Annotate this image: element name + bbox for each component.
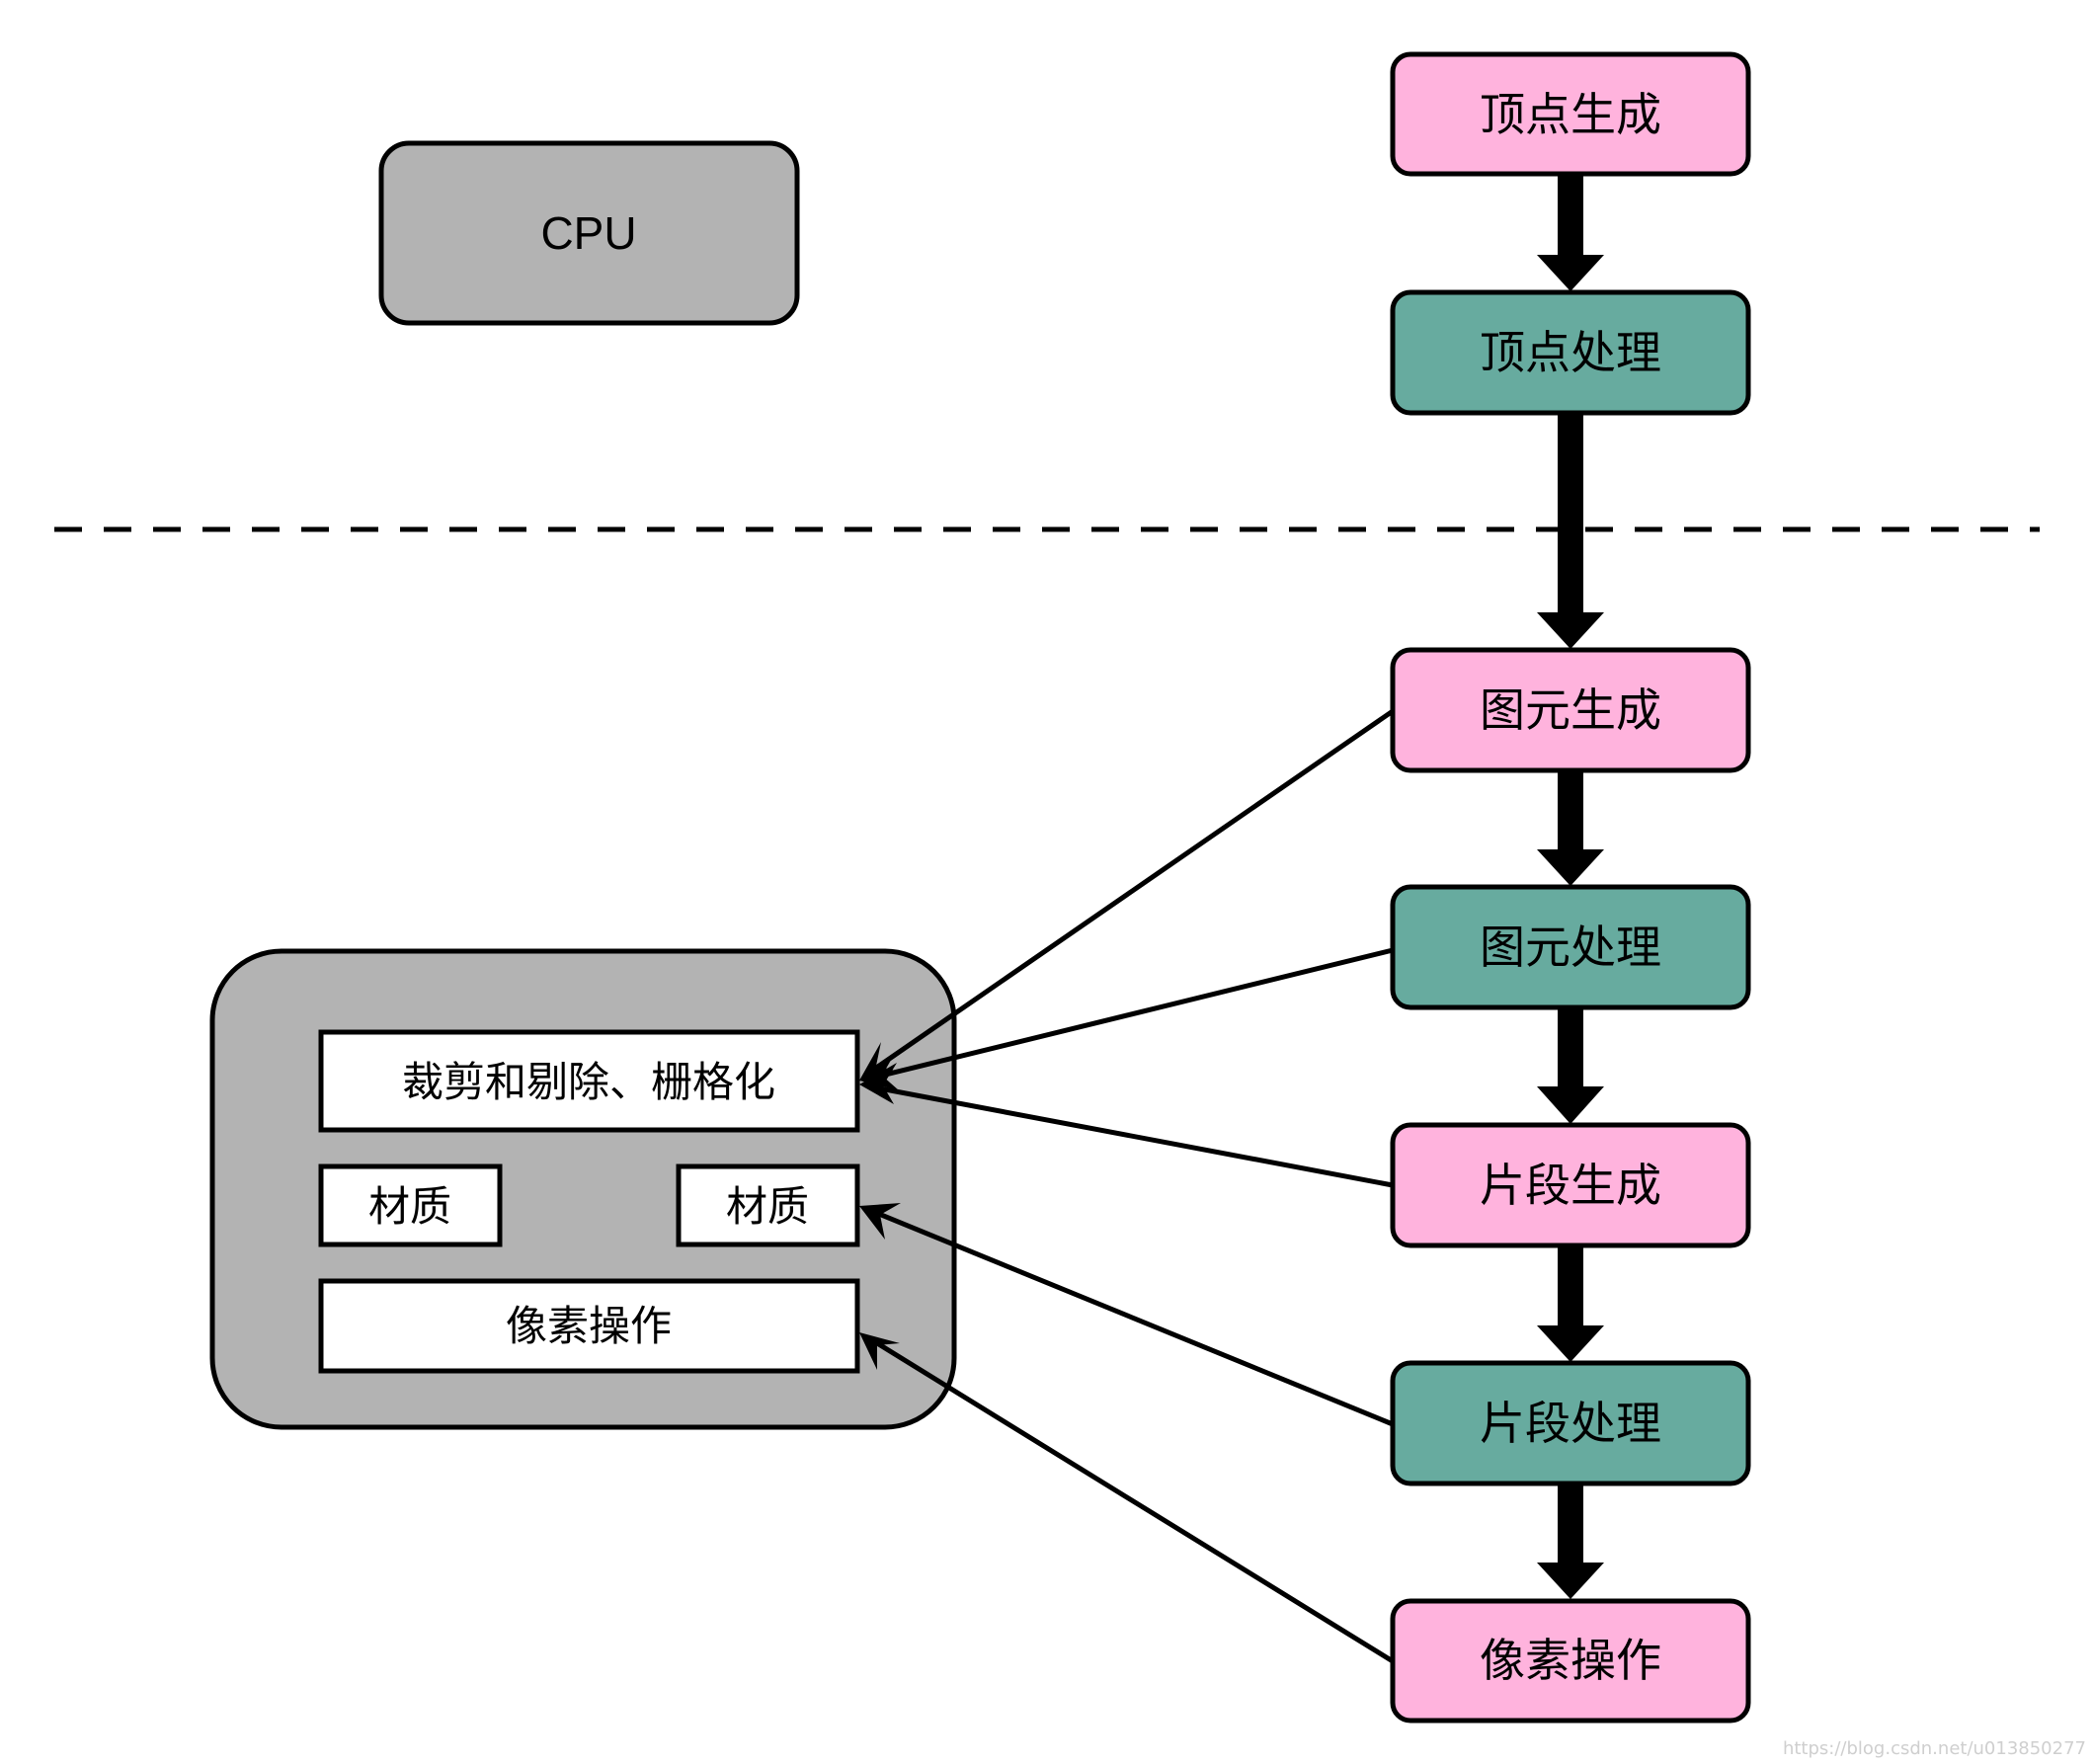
pipeline-arrowhead — [1537, 255, 1604, 291]
stage-label: 片段处理 — [1480, 1397, 1661, 1450]
pipeline-arrowhead — [1537, 612, 1604, 649]
pipeline-arrowhead — [1537, 849, 1604, 886]
stage-box — [1390, 1122, 1751, 1248]
watermark-text: https://blog.csdn.net/u013850277 — [1783, 1738, 2086, 1759]
stage-label: 图元处理 — [1480, 921, 1661, 974]
stage-label: 像素操作 — [1480, 1634, 1661, 1687]
pipeline-stage-pixel-op: 像素操作 — [1390, 1598, 1751, 1724]
connector-prim-gen-to-clip — [867, 708, 1395, 1076]
connector-arrows — [867, 708, 1395, 1664]
gpu-fixed-function-block: 裁剪和剔除、栅格化 材质 材质 像素操作 — [209, 948, 957, 1430]
stage-label: 图元生成 — [1480, 683, 1661, 737]
pipeline-stage-vertex-proc: 顶点处理 — [1390, 289, 1751, 416]
material-right-label: 材质 — [726, 1182, 809, 1231]
stage-box — [1390, 51, 1751, 177]
connector-frag-gen-to-clip — [868, 1083, 1394, 1188]
pipeline-arrowhead — [1537, 1563, 1604, 1599]
cpu-node-box — [378, 140, 800, 326]
stage-box — [1390, 1598, 1751, 1724]
pipeline-stage-frag-gen: 片段生成 — [1390, 1122, 1751, 1248]
stage-label: 片段生成 — [1480, 1159, 1661, 1212]
pixel-ops-label: 像素操作 — [506, 1302, 672, 1350]
pipeline-arrow-shaft — [1558, 1483, 1583, 1566]
stage-box — [1390, 289, 1751, 416]
pipeline-arrows — [1537, 174, 1604, 1599]
pipeline-arrowhead — [1537, 1086, 1604, 1124]
pipeline-arrow-shaft — [1558, 770, 1583, 851]
pipeline-stage-vertex-gen: 顶点生成 — [1390, 51, 1751, 177]
cpu-node-label: CPU — [540, 207, 636, 259]
cpu-node: CPU — [378, 140, 800, 326]
pipeline-stage-frag-proc: 片段处理 — [1390, 1360, 1751, 1486]
stage-label: 顶点生成 — [1480, 88, 1661, 141]
pipeline-stage-prim-gen: 图元生成 — [1390, 647, 1751, 773]
pipeline-arrow-shaft — [1558, 1245, 1583, 1328]
material-right-box — [676, 1163, 860, 1247]
pipeline-stage-prim-proc: 图元处理 — [1390, 884, 1751, 1010]
connector-pixel-op-to-pixel-ops — [867, 1335, 1395, 1664]
connector-arrowhead — [859, 1332, 900, 1370]
stage-box — [1390, 1360, 1751, 1486]
material-left-label: 材质 — [368, 1182, 451, 1231]
pipeline-arrowhead — [1537, 1325, 1604, 1362]
pixel-ops-box — [318, 1278, 860, 1374]
connector-arrowhead — [859, 1063, 897, 1104]
connector-frag-proc-to-material — [868, 1207, 1394, 1427]
stage-box — [1390, 647, 1751, 773]
stage-label: 顶点处理 — [1480, 326, 1661, 379]
material-left-box — [318, 1163, 503, 1247]
clip-raster-label: 裁剪和剔除、栅格化 — [402, 1058, 775, 1106]
pipeline-arrow-shaft — [1558, 413, 1583, 616]
connector-arrowhead — [859, 1203, 901, 1240]
stage-box — [1390, 884, 1751, 1010]
pipeline-arrow-shaft — [1558, 174, 1583, 257]
clip-raster-box — [318, 1029, 860, 1133]
pipeline-arrow-shaft — [1558, 1007, 1583, 1090]
connector-prim-proc-to-clip — [868, 947, 1394, 1082]
connector-arrowheads — [859, 1042, 901, 1370]
